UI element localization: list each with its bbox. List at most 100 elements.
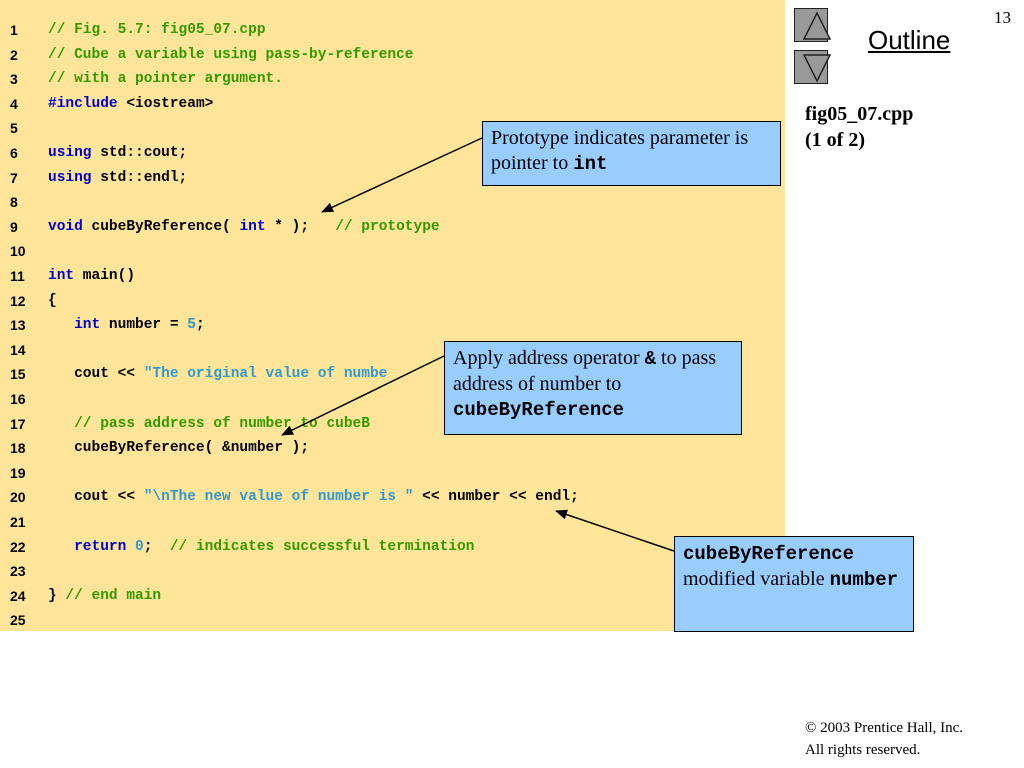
code-line: 19 <box>0 463 785 487</box>
triangle-down-icon <box>802 54 832 83</box>
code-token: // Fig. 5.7: fig05_07.cpp <box>48 22 266 38</box>
code-token: "The original value of numbe <box>143 366 388 383</box>
line-number: 16 <box>10 391 26 407</box>
file-title: fig05_07.cpp (1 of 2) <box>805 101 913 153</box>
line-number: 22 <box>10 538 26 555</box>
code-token <box>48 539 74 555</box>
line-number: 24 <box>10 587 26 604</box>
code-token <box>126 539 135 555</box>
code-token: cubeByReference( <box>82 218 240 235</box>
callout-text: to pass address of number to <box>453 347 717 395</box>
line-number: 11 <box>10 268 25 284</box>
code-text: cubeByReference( &number ); <box>48 438 309 458</box>
line-number: 14 <box>10 341 26 358</box>
code-token: { <box>48 292 57 309</box>
code-token: // with a pointer argument. <box>48 71 283 88</box>
code-token: // prototype <box>335 218 440 235</box>
code-line: 11 int main() <box>0 266 785 290</box>
code-text: int main() <box>48 266 135 286</box>
code-token: "\nThe new value of number is " <box>143 489 414 506</box>
code-token: cubeByReference( &number ); <box>48 440 310 457</box>
code-text: return 0; // indicates successful termin… <box>48 537 474 557</box>
code-text: void cubeByReference( int * ); // protot… <box>48 217 440 237</box>
code-text: using std::endl; <box>48 168 187 188</box>
code-token: // pass address of number to cubeB <box>48 415 370 432</box>
callout-text: modified variable <box>683 568 830 590</box>
line-number: 6 <box>10 145 18 161</box>
code-text: } // end main <box>48 586 161 606</box>
code-token: std::endl; <box>91 169 188 186</box>
code-line: 20 cout << "\nThe new value of number is… <box>0 487 785 511</box>
line-number: 10 <box>10 243 26 260</box>
code-token: 5 <box>187 317 196 334</box>
code-line: 8 <box>0 192 785 216</box>
line-number: 19 <box>10 464 26 481</box>
code-line: 23 <box>0 561 785 585</box>
outline-link[interactable]: Outline <box>868 25 951 55</box>
line-number: 2 <box>10 46 18 63</box>
next-slide-button[interactable] <box>794 50 832 84</box>
code-token <box>48 317 74 333</box>
code-token: // indicates successful termination <box>169 538 475 555</box>
line-number: 25 <box>10 612 26 629</box>
copyright-line-2: All rights reserved. <box>805 742 921 758</box>
code-token: ; <box>195 317 205 334</box>
code-text: using std::cout; <box>48 143 187 163</box>
code-line: 22 return 0; // indicates successful ter… <box>0 537 785 561</box>
triangle-up-icon <box>802 11 832 40</box>
code-text: cout << "\nThe new value of number is " … <box>48 487 579 507</box>
code-token: #include <box>48 95 118 112</box>
line-number: 5 <box>10 120 18 137</box>
code-line: 2 // Cube a variable using pass-by-refere… <box>0 45 785 69</box>
code-line: 16 <box>0 389 785 413</box>
code-line: 12 { <box>0 291 785 315</box>
code-line: 21 <box>0 512 785 536</box>
code-line: 13 int number = 5; <box>0 315 785 339</box>
callout-modified-variable: cubeByReference modified variable number <box>674 536 914 632</box>
file-name: fig05_07.cpp <box>805 103 914 125</box>
line-number: 3 <box>10 71 18 88</box>
code-line: 10 <box>0 241 785 265</box>
file-part: (1 of 2) <box>805 129 865 151</box>
copyright: © 2003 Prentice Hall, Inc. All rights re… <box>805 717 963 761</box>
code-token: * ); <box>265 218 336 235</box>
code-token: number = <box>100 317 188 334</box>
code-token: using <box>48 145 92 161</box>
line-number: 7 <box>10 169 18 186</box>
code-line: 7 using std::endl; <box>0 168 785 192</box>
code-token: } <box>48 587 66 604</box>
code-line: 1 // Fig. 5.7: fig05_07.cpp <box>0 20 785 44</box>
code-token: using <box>48 169 92 186</box>
line-number: 12 <box>10 292 26 309</box>
slide-number: 13 <box>994 8 1011 27</box>
code-line: 18 cubeByReference( &number ); <box>0 438 785 462</box>
copyright-icon: © <box>805 720 817 736</box>
code-token: std::cout; <box>91 145 188 161</box>
code-line: 4#include <iostream> <box>0 94 785 118</box>
line-number: 13 <box>10 317 26 334</box>
line-number: 23 <box>10 563 26 580</box>
callout-code: number <box>829 569 899 591</box>
code-token: int <box>74 317 101 334</box>
code-line: 25 <box>0 610 785 634</box>
code-text: // pass address of number to cubeB <box>48 414 370 434</box>
callout-text: Prototype indicates parameter is pointer… <box>491 127 749 174</box>
line-number: 4 <box>10 95 18 112</box>
callout-code: & <box>644 348 657 370</box>
code-line: 5 <box>0 118 785 142</box>
line-number: 9 <box>10 218 18 235</box>
code-line: 14 <box>0 340 785 364</box>
code-token: cout << <box>48 489 144 506</box>
line-number: 18 <box>10 440 26 457</box>
code-token: cout << <box>48 366 144 383</box>
callout-text: Apply address operator <box>453 347 645 369</box>
code-panel: 1 // Fig. 5.7: fig05_07.cpp 2 // Cube a var… <box>0 0 785 631</box>
code-token: int <box>48 268 75 284</box>
code-text: { <box>48 291 57 311</box>
line-number: 1 <box>10 22 18 38</box>
code-token: ; <box>143 538 170 555</box>
callout-code: cubeByReference <box>683 543 855 565</box>
code-token: return <box>74 538 127 555</box>
previous-slide-button[interactable] <box>794 8 832 42</box>
code-text: // Cube a variable using pass-by-referen… <box>48 45 413 65</box>
